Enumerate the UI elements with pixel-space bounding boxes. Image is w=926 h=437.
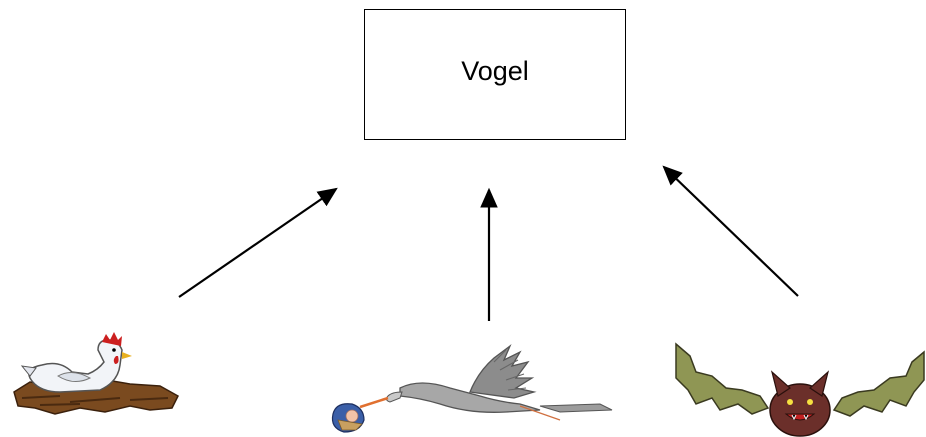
concept-box-vogel: Vogel bbox=[364, 9, 626, 140]
concept-label: Vogel bbox=[461, 56, 529, 86]
hen-in-nest-icon bbox=[13, 332, 179, 415]
stork-with-baby-icon bbox=[331, 344, 613, 433]
arrow-right bbox=[662, 165, 799, 297]
bat-icon bbox=[675, 342, 925, 437]
arrow-left bbox=[178, 187, 338, 298]
